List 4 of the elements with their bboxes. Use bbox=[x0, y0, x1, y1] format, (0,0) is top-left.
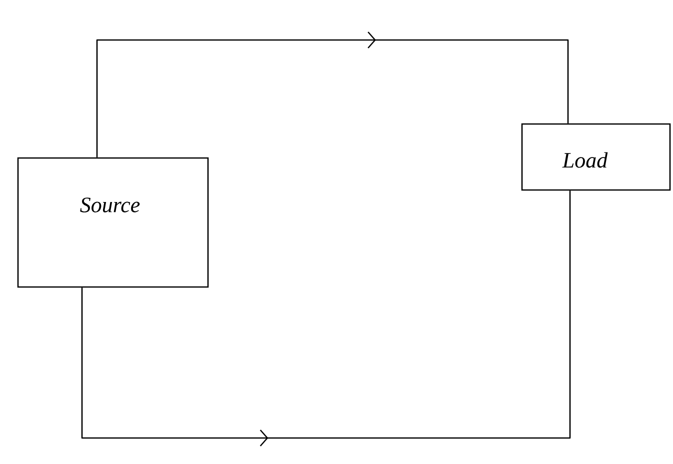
wire bbox=[96, 32, 569, 158]
box: Source bbox=[17, 157, 209, 288]
wire bbox=[81, 190, 571, 446]
box: Load bbox=[521, 123, 671, 191]
